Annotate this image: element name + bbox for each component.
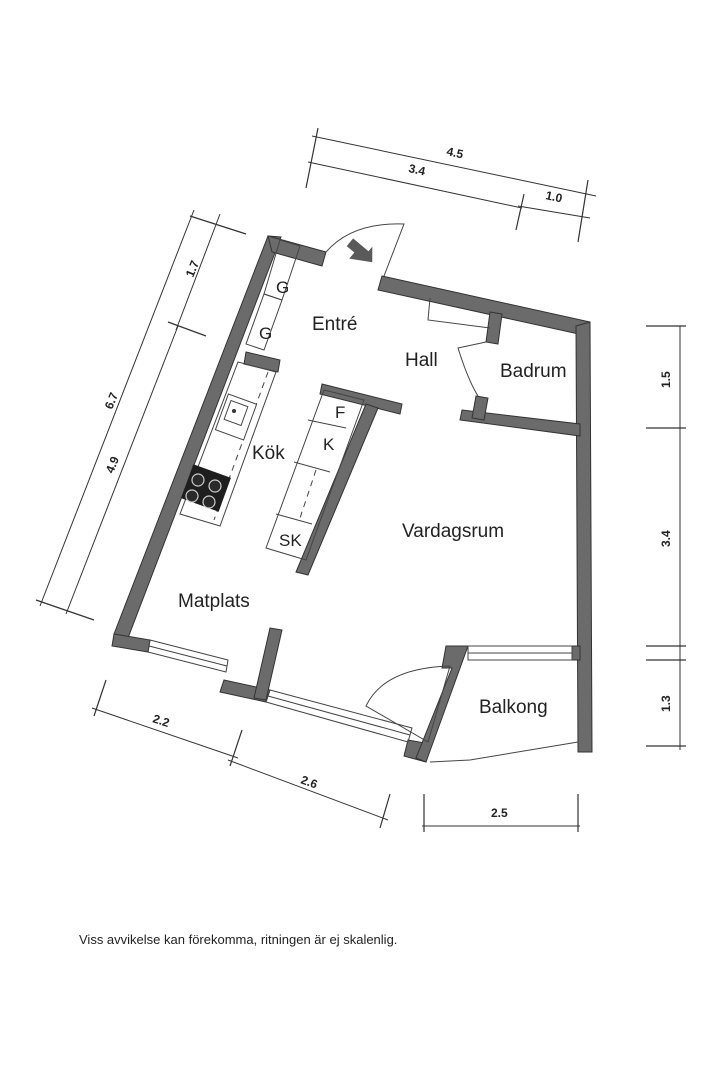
sink-drain-icon <box>232 409 236 413</box>
entry-left-wall <box>267 235 327 267</box>
room-labels: Entré Hall Badrum Kök Vardagsrum Matplat… <box>178 314 567 718</box>
divider-wall <box>253 627 283 701</box>
bathroom-wall <box>459 409 581 437</box>
entrance-arrow-icon <box>346 238 373 263</box>
bottom-left-wall <box>111 633 151 653</box>
burner-4 <box>202 495 216 509</box>
kitchen-island <box>265 389 365 561</box>
dimension-labels: 4.5 3.4 1.0 1.7 6.7 4.9 1.5 3.4 1.3 2.2 … <box>102 144 673 820</box>
right-outer-wall <box>575 321 593 753</box>
bathroom-stub-lower <box>471 395 489 421</box>
dim-tick <box>305 127 319 189</box>
dim-tick <box>35 599 95 621</box>
burner-2 <box>208 479 222 493</box>
balcony-top-wall <box>571 645 581 661</box>
window-left <box>147 639 229 673</box>
dimension-lines <box>35 127 686 832</box>
island-divider-2 <box>293 461 331 473</box>
island-divider-1 <box>307 419 347 429</box>
dim-tick <box>93 679 107 717</box>
dim-top-total-line <box>311 135 597 197</box>
wardrobe-wall <box>243 351 281 373</box>
fixtures <box>179 239 365 561</box>
dim-label-right-lower: 1.3 <box>659 695 673 712</box>
dim-tick <box>515 193 525 231</box>
room-label-matplats: Matplats <box>178 591 250 612</box>
dim-tick <box>167 321 207 337</box>
hall-closet-outline <box>427 297 491 329</box>
room-label-vardagsrum: Vardagsrum <box>402 521 504 542</box>
room-label-hall: Hall <box>405 350 438 371</box>
fixture-label-k: K <box>323 435 335 454</box>
dim-label-top-left: 3.4 <box>407 161 427 178</box>
fixture-label-g1: G <box>276 278 289 297</box>
dim-top-right-line <box>517 205 591 219</box>
dim-tick <box>379 793 391 829</box>
window-bottom-line <box>267 695 411 736</box>
dim-top-left-line <box>307 161 523 209</box>
dim-label-left-total: 6.7 <box>102 390 121 411</box>
dim-tick <box>229 729 243 767</box>
sink-basin <box>223 399 249 427</box>
dim-label-left-lower: 4.9 <box>103 454 122 475</box>
burner-3 <box>185 489 199 503</box>
dim-label-bottom-left: 2.2 <box>151 712 172 731</box>
fixture-label-g2: G <box>259 324 272 343</box>
dim-label-bottom-right: 2.5 <box>491 806 508 820</box>
bathroom-stub-upper <box>485 311 503 345</box>
window-bottom <box>265 689 413 743</box>
island-dash <box>299 469 317 519</box>
balcony-left-wall <box>415 645 469 763</box>
fixture-labels: G G F K SK <box>259 278 345 550</box>
dim-label-left-upper: 1.7 <box>183 258 202 279</box>
windows <box>147 639 579 763</box>
kitchen-counter <box>179 361 277 527</box>
island-divider-3 <box>275 513 313 525</box>
dim-left-lower-line <box>65 325 179 615</box>
dim-label-right-upper: 1.5 <box>659 371 673 388</box>
bathroom-door-arc <box>457 341 487 397</box>
dim-label-bottom-mid: 2.6 <box>299 773 320 792</box>
dim-tick <box>577 179 589 243</box>
burner-1 <box>191 473 205 487</box>
dim-bottom-mid-line <box>227 759 389 821</box>
island-right-wall <box>295 403 379 576</box>
walls <box>111 235 593 763</box>
room-label-kok: Kök <box>252 443 285 464</box>
balcony-edge <box>429 741 579 763</box>
doors <box>325 223 491 743</box>
dim-label-top-total: 4.5 <box>445 144 465 161</box>
room-label-entre: Entré <box>312 314 357 335</box>
dim-left-total-line <box>39 209 195 607</box>
fixture-label-f: F <box>335 403 345 422</box>
dim-bottom-left-line <box>91 707 239 759</box>
room-label-balkong: Balkong <box>479 697 548 718</box>
entrance-door-arc <box>325 223 405 277</box>
counter-dash <box>213 371 269 521</box>
dim-label-top-right: 1.0 <box>544 188 564 205</box>
dim-left-upper-line <box>175 213 221 331</box>
fixture-label-sk: SK <box>279 531 302 550</box>
dim-label-right-middle: 3.4 <box>659 530 673 547</box>
disclaimer-text: Viss avvikelse kan förekomma, ritningen … <box>79 932 398 947</box>
window-left-line <box>148 645 228 667</box>
dim-tick <box>189 215 247 235</box>
room-label-badrum: Badrum <box>500 361 567 382</box>
balcony-door-arc <box>365 665 451 743</box>
wardrobe-g2-box <box>245 293 283 351</box>
left-outer-wall <box>113 235 282 639</box>
